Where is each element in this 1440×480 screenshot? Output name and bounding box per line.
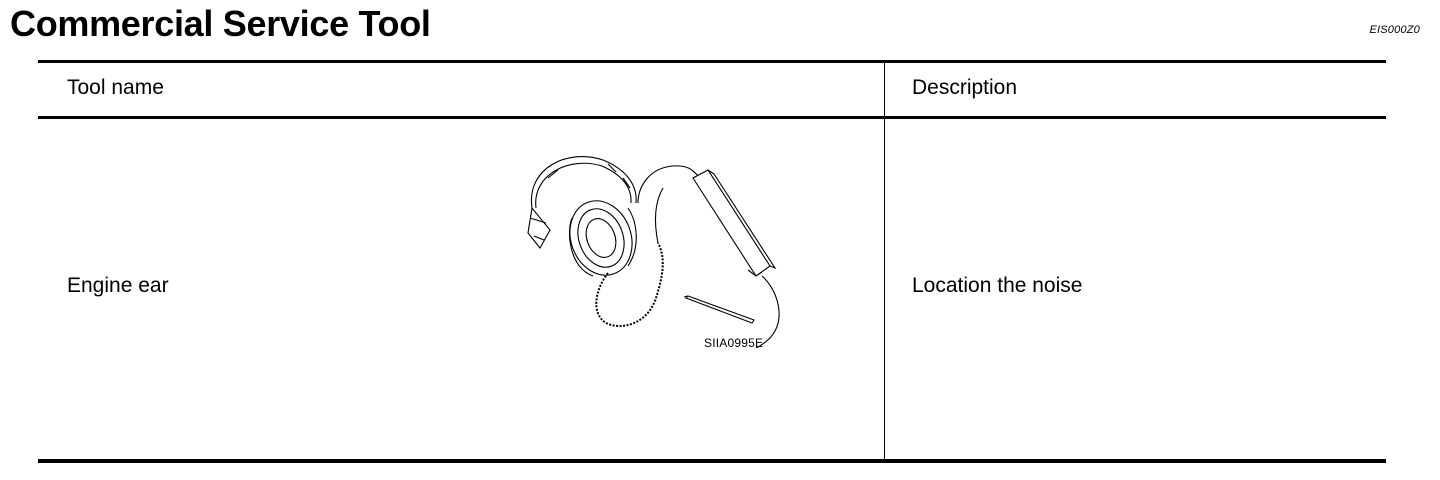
- page-title: Commercial Service Tool: [10, 3, 431, 44]
- column-header-tool-name: Tool name: [67, 76, 164, 99]
- engine-ear-illustration: [527, 156, 780, 348]
- illustration-code: SIIA0995E: [704, 336, 764, 350]
- column-divider: [884, 63, 885, 459]
- tool-table: Tool name Description Engine ear: [38, 60, 1386, 463]
- tool-name-cell: Engine ear: [67, 274, 169, 297]
- description-cell: Location the noise: [912, 274, 1083, 297]
- table-header-row: Tool name Description: [38, 63, 1386, 119]
- column-header-description: Description: [912, 76, 1018, 99]
- document-code: EIS000Z0: [1369, 24, 1420, 36]
